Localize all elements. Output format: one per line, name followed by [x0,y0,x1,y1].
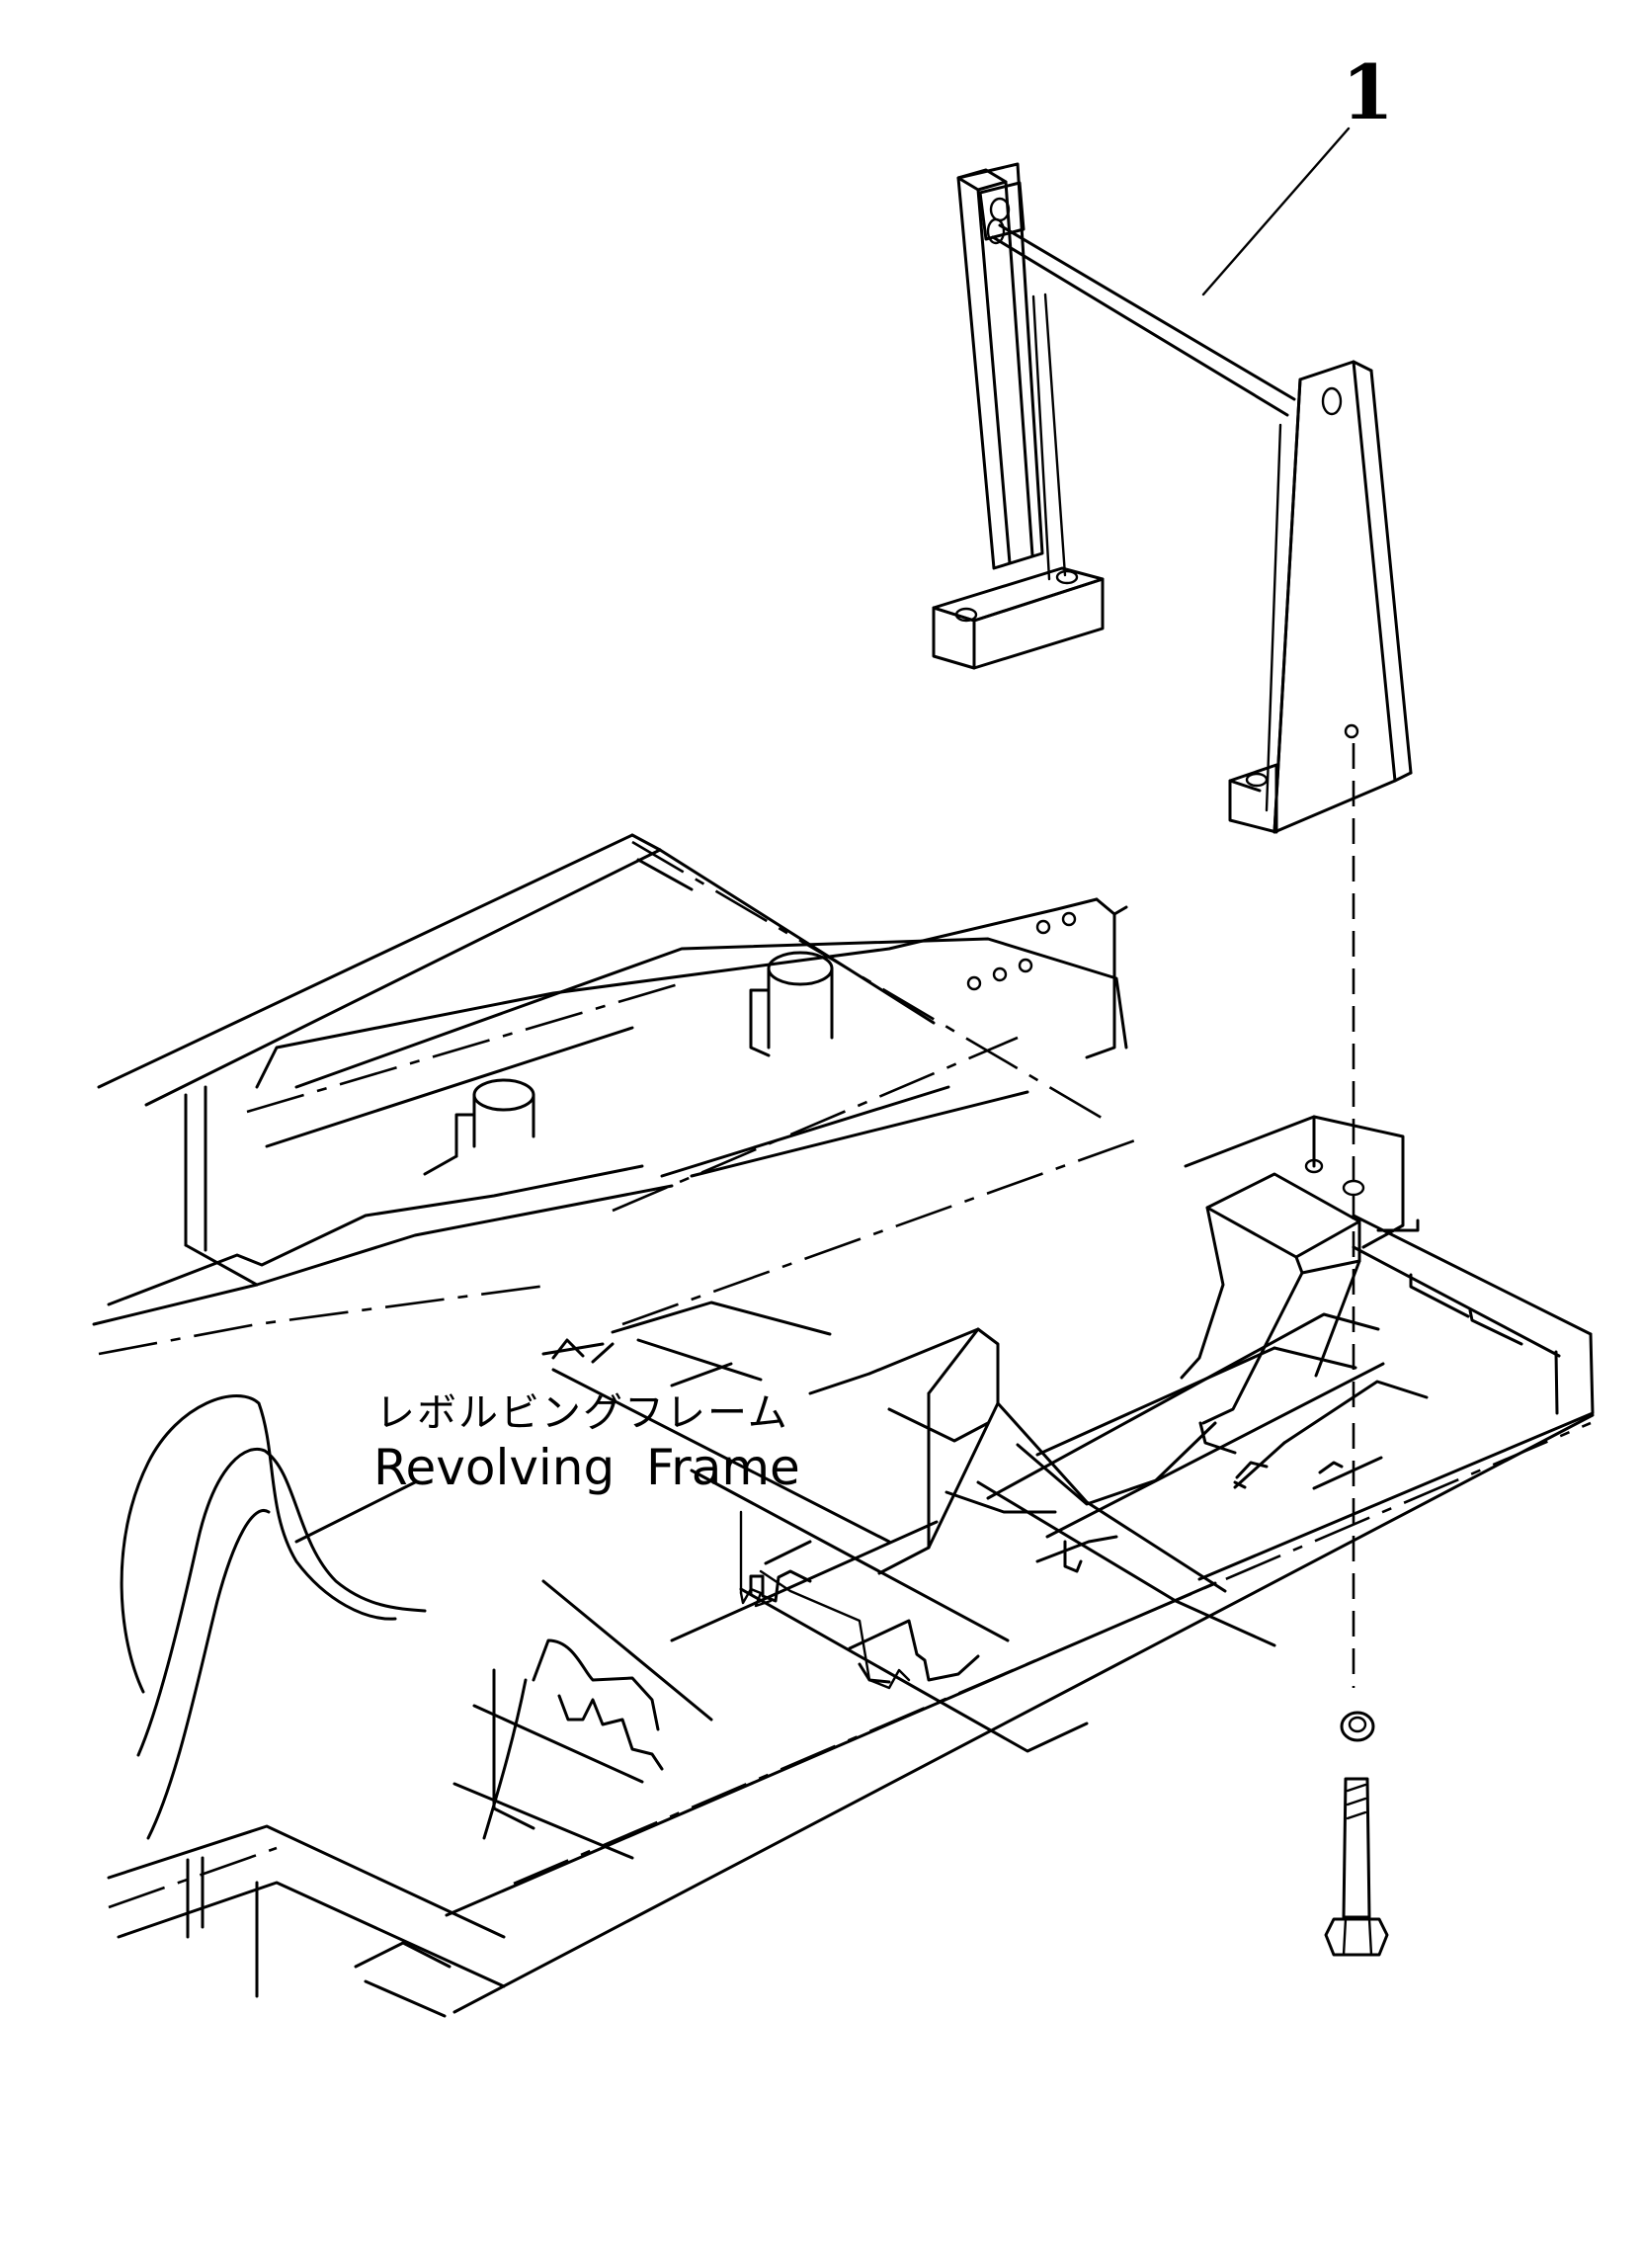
washer [1340,1711,1375,1742]
frame-pin-2 [423,1078,535,1176]
frame-pin-1 [749,951,834,1057]
bracket-stand [932,162,1413,834]
callout-leader-line [1201,126,1351,296]
bolt [1324,1777,1389,1957]
revolving-frame [92,833,1595,2018]
part-number-callout: 1 [1342,48,1394,136]
frame-curve [120,1394,427,1840]
frame-label-japanese: レボルビングフレーム [375,1390,789,1436]
frame-label-english: Revolving Frame [373,1439,800,1496]
